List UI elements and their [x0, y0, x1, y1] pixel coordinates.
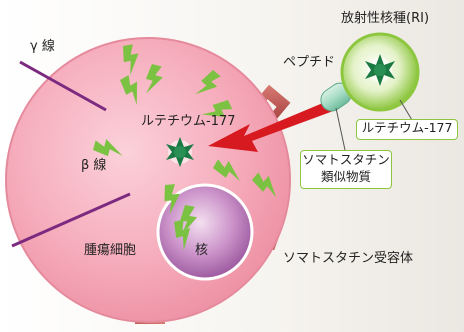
bolt-2	[145, 64, 163, 94]
leader-lutetium-box	[399, 99, 413, 121]
beta-bolts	[93, 44, 277, 251]
lutetium-box-text: ルテチウム-177	[361, 120, 453, 135]
bolt-7	[213, 159, 240, 182]
lutetium-star-icon	[166, 137, 194, 167]
lutetium-box: ルテチウム-177	[356, 119, 458, 140]
somatostatin-analog-box: ソマトスタチン 類似物質	[300, 150, 392, 189]
gamma-ray-line-2	[11, 192, 131, 248]
bolt-3	[120, 75, 138, 105]
lutetium-center-label: ルテチウム-177	[141, 114, 236, 129]
bolt-10	[180, 205, 198, 235]
somatostatin-analog-line2: 類似物質	[320, 168, 371, 184]
bolt-9	[164, 184, 180, 215]
somatostatin-analog-line1: ソマトスタチン	[302, 152, 390, 167]
leader-peptide	[335, 107, 346, 151]
radionuclide-label: 放射性核種(RI)	[341, 11, 430, 26]
peptide-label: ペプチド	[283, 55, 336, 70]
tumor-cell-label: 腫瘍細胞	[84, 243, 137, 258]
tumor-cell	[5, 37, 291, 323]
bolt-6	[93, 139, 123, 157]
bolt-4	[195, 70, 221, 95]
bolt-11	[174, 219, 191, 251]
bolt-5	[201, 100, 233, 117]
gamma-ray-label: γ 線	[30, 39, 55, 54]
somatostatin-receptor-label: ソマトスタチン受容体	[283, 251, 414, 266]
nucleus-label: 核	[195, 243, 209, 258]
bolt-8	[252, 172, 277, 198]
beta-ray-label: β 線	[81, 158, 107, 173]
radionuclide-star-icon	[365, 54, 395, 86]
bolt-1	[123, 44, 139, 76]
gamma-ray-line-1	[19, 60, 107, 112]
targeting-arrow	[208, 100, 336, 152]
nucleus	[156, 183, 254, 281]
